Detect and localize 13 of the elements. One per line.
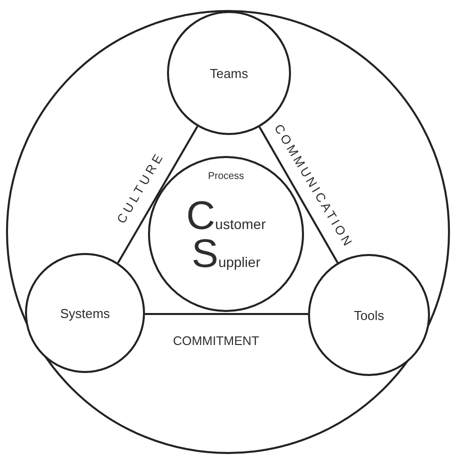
circle-node <box>308 254 430 376</box>
node-label: Systems <box>60 306 110 320</box>
node-heading: Process <box>208 171 244 183</box>
edge-label: COMMITMENT <box>173 334 260 348</box>
node-label: Teams <box>210 66 248 80</box>
connector-line <box>145 313 308 315</box>
connector-line <box>117 126 198 264</box>
circle-node <box>25 253 145 373</box>
node-label: Tools <box>354 308 384 322</box>
node-label: Customer <box>186 201 266 239</box>
node-label: Supplier <box>192 239 260 277</box>
outer-circle <box>6 10 450 454</box>
connector-line <box>258 126 338 264</box>
